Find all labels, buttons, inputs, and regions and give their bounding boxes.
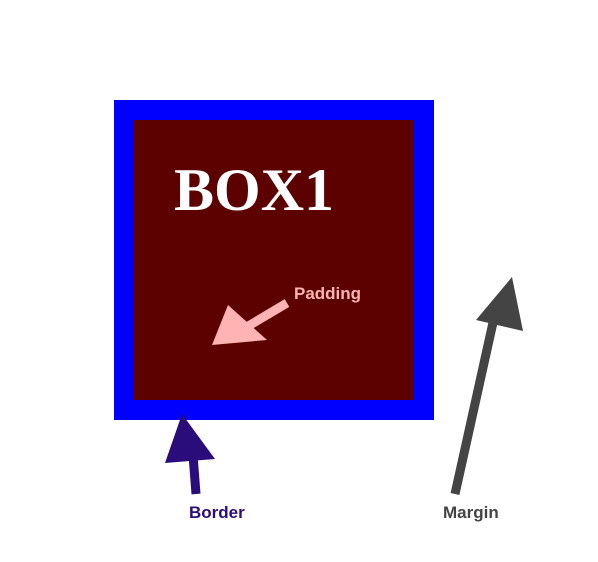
border-arrow-icon — [165, 414, 215, 495]
border-label: Border — [189, 503, 245, 522]
box1-title: BOX1 — [174, 157, 335, 223]
box1-border — [114, 100, 434, 420]
padding-label: Padding — [294, 284, 362, 303]
margin-label: Margin — [443, 503, 499, 522]
margin-arrow-icon — [450, 277, 523, 495]
